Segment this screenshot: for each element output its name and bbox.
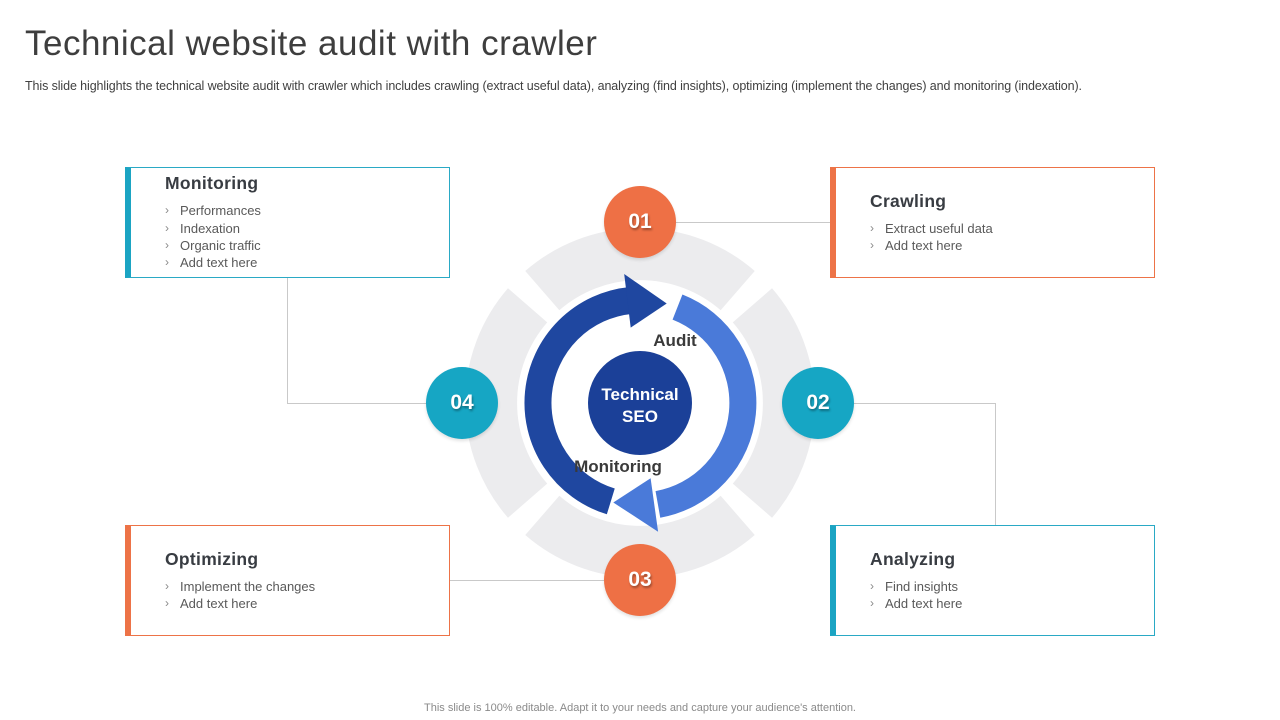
card-crawling: Crawling › Extract useful data › Add text … [830,167,1155,278]
list-item: › Add text here [165,595,449,612]
step-circle-02: 02 [782,367,854,439]
audit-label: Audit [653,331,697,350]
list-item: › Add text here [870,237,1154,254]
card-title: Crawling [870,190,947,211]
list-item: › Add text here [165,254,449,271]
card-item-list: › Extract useful data › Add text here [870,220,1154,255]
list-item: › Find insights [870,578,1154,595]
connector-crawling-horizontal [676,222,830,223]
monitoring-label: Monitoring [574,457,662,476]
chevron-bullet-icon: › [165,578,169,593]
list-item-text: Add text here [885,238,963,253]
list-item-text: Extract useful data [885,220,993,236]
cycle-arc-light [655,294,757,518]
list-item-text: Add text here [885,596,963,611]
chevron-bullet-icon: › [165,238,169,252]
list-item-text: Performances [180,203,261,219]
chevron-bullet-icon: › [870,596,874,610]
connector-analyzing-vertical [995,403,996,525]
slide-footer-note: This slide is 100% editable. Adapt it to… [424,702,856,714]
seo-cycle-diagram: Technical SEO Audit Monitoring [465,228,815,578]
list-item-text: Add text here [180,255,258,271]
step-circle-01: 01 [604,186,676,258]
step-circle-03: 03 [604,544,676,616]
connector-optimizing-horizontal [450,580,604,581]
list-item: › Extract useful data [870,220,1154,237]
connector-analyzing-horizontal [853,403,995,404]
card-title: Monitoring [165,173,259,194]
chevron-bullet-icon: › [165,203,169,218]
list-item-text: Implement the changes [180,578,316,594]
step-number: 02 [806,391,830,414]
chevron-bullet-icon: › [870,578,874,593]
list-item-text: Organic traffic [180,238,261,253]
chevron-bullet-icon: › [870,220,874,235]
center-label-line1: Technical [601,385,678,404]
list-item: › Add text here [870,595,1154,612]
card-item-list: › Performances › Indexation › Organic traff… [165,202,449,272]
card-title: Optimizing [165,548,259,569]
chevron-bullet-icon: › [165,220,169,235]
card-monitoring: Monitoring › Performances › Indexation › Or… [125,167,450,278]
step-number: 01 [628,210,652,233]
list-item: › Implement the changes [165,578,449,595]
list-item-text: Indexation [180,220,240,236]
card-analyzing: Analyzing › Find insights › Add text here [830,525,1155,636]
cycle-arrowhead-light [613,478,659,532]
center-label-line2: SEO [622,407,658,426]
cycle-arrowhead-dark [624,274,667,328]
chevron-bullet-icon: › [165,255,169,270]
step-number: 03 [628,568,652,591]
list-item: › Performances [165,202,449,219]
cycle-arc-dark [524,286,633,515]
list-item-text: Find insights [885,578,958,594]
chevron-bullet-icon: › [870,238,874,252]
card-item-list: › Find insights › Add text here [870,578,1154,613]
list-item: › Indexation [165,220,449,237]
chevron-bullet-icon: › [165,596,169,610]
list-item: › Organic traffic [165,237,449,254]
center-circle [588,351,692,455]
step-circle-04: 04 [426,367,498,439]
list-item-text: Add text here [180,596,258,611]
page-title: Technical website audit with crawler [25,24,598,63]
card-title: Analyzing [870,548,956,569]
connector-monitoring-vertical [287,278,288,403]
card-optimizing: Optimizing › Implement the changes › Add t… [125,525,450,636]
slide-subtitle: This slide highlights the technical webs… [25,79,1082,93]
card-item-list: › Implement the changes › Add text here [165,578,449,613]
connector-monitoring-horizontal [287,403,427,404]
step-number: 04 [450,391,474,414]
